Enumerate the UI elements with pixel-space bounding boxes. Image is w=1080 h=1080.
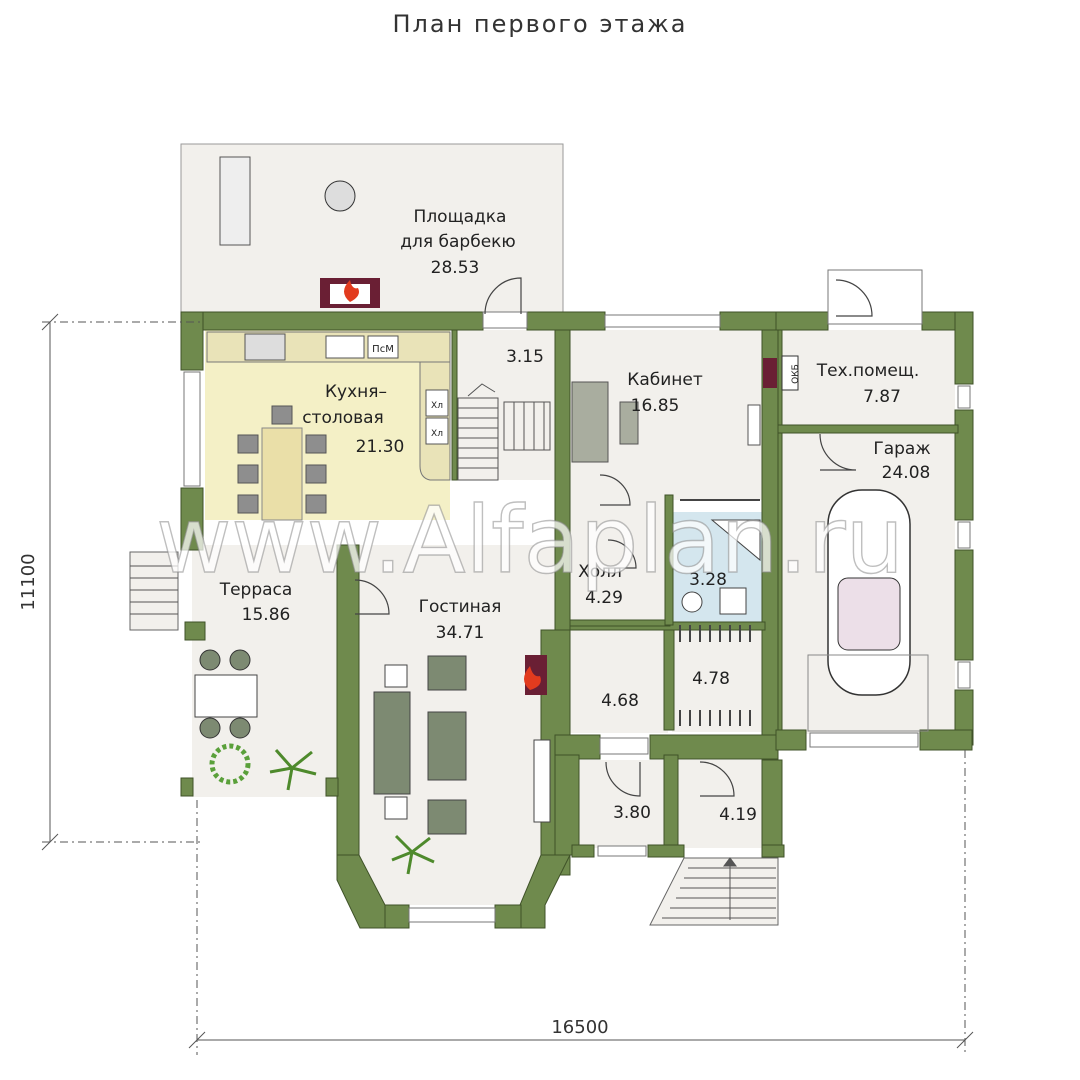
fridge-1 [425, 389, 449, 417]
kitchen-area: 21.30 [356, 437, 405, 457]
hall-floor [570, 500, 670, 625]
garage-label: Гараж [873, 439, 930, 459]
fridge-2 [425, 417, 449, 445]
living-fire-flame [524, 666, 541, 690]
stair-area: 3.15 [506, 347, 544, 367]
study-desk [619, 401, 639, 445]
study-label: Кабинет [627, 370, 703, 390]
garage-area: 24.08 [882, 463, 931, 483]
study-shelf [747, 404, 761, 446]
okb-label: ОКБ [791, 364, 801, 384]
walls [180, 311, 974, 929]
fridge-2-label: Хл [431, 429, 443, 439]
fridge-1-label: Хл [431, 401, 443, 411]
doors [354, 277, 873, 797]
dining-chairs [237, 405, 327, 514]
tech-floor [780, 330, 955, 428]
tech-label: Тех.помещ. [816, 361, 920, 381]
staircase [457, 383, 551, 481]
terrace-table [194, 674, 258, 718]
terrace-area: 15.86 [242, 605, 291, 625]
living-area: 34.71 [436, 623, 485, 643]
terrace-label: Терраса [219, 580, 293, 600]
garage-pad [807, 654, 929, 732]
bbq-grill [324, 180, 356, 212]
storage-floor [570, 628, 668, 733]
bbq-flame [344, 280, 359, 302]
bath-area: 3.28 [689, 570, 727, 590]
entry-steps [662, 857, 776, 920]
living-side-table-1 [384, 664, 408, 688]
bath-fixtures [681, 519, 761, 615]
wardrobe-area: 4.78 [692, 669, 730, 689]
floor-areas [129, 143, 955, 926]
entry-area: 4.19 [719, 805, 757, 825]
vestibule-area: 3.80 [613, 803, 651, 823]
watermark: www.Alfaplan.ru [156, 487, 904, 594]
kitchen-label-2: столовая [302, 408, 384, 428]
hall-area: 4.29 [585, 588, 623, 608]
study-sofa [571, 381, 609, 463]
sink [325, 335, 365, 359]
width-dimension: 16500 [551, 1017, 608, 1038]
living-label: Гостиная [419, 597, 502, 617]
kitchen-label-1: Кухня– [325, 382, 387, 402]
vestibule-floor [577, 760, 669, 848]
bbq-area: 28.53 [431, 258, 480, 278]
plan-title: План первого этажа [392, 10, 688, 38]
living-side-table-2 [384, 796, 408, 820]
boiler [763, 358, 777, 388]
bbq-label-1: Площадка [414, 207, 507, 227]
dishwasher [367, 335, 399, 359]
okb-box [781, 355, 799, 391]
storage-area: 4.68 [601, 691, 639, 711]
terrace-chairs [199, 649, 251, 739]
tv-cabinet [533, 739, 551, 823]
dining-table [261, 427, 303, 521]
stove [244, 333, 286, 361]
car-roof [837, 577, 901, 651]
wardrobe-floor [672, 622, 764, 732]
wardrobe-rails [679, 499, 760, 726]
living-coffee-table [427, 711, 467, 781]
room-labels: Площадка для барбекю 28.53 Кухня– столов… [219, 207, 931, 825]
lounger [219, 156, 251, 246]
study-area: 16.85 [631, 396, 680, 416]
living-armchair-1 [427, 655, 467, 691]
tech-area: 7.87 [863, 387, 901, 407]
living-sofa [373, 691, 411, 795]
bbq-label-2: для барбекю [400, 232, 515, 252]
terrace-stair-floor [129, 551, 179, 631]
hall-label: Холл [578, 562, 622, 582]
furniture: ПсМ Хл Хл ОКБ [194, 156, 929, 875]
dishwasher-label: ПсМ [372, 344, 394, 355]
windows [183, 269, 971, 923]
plant [269, 749, 435, 875]
living-armchair-2 [427, 799, 467, 835]
terrace-planter [209, 743, 251, 785]
terrace-steps [130, 565, 178, 615]
dimension-lines [41, 313, 974, 1055]
height-dimension: 11100 [18, 553, 39, 610]
